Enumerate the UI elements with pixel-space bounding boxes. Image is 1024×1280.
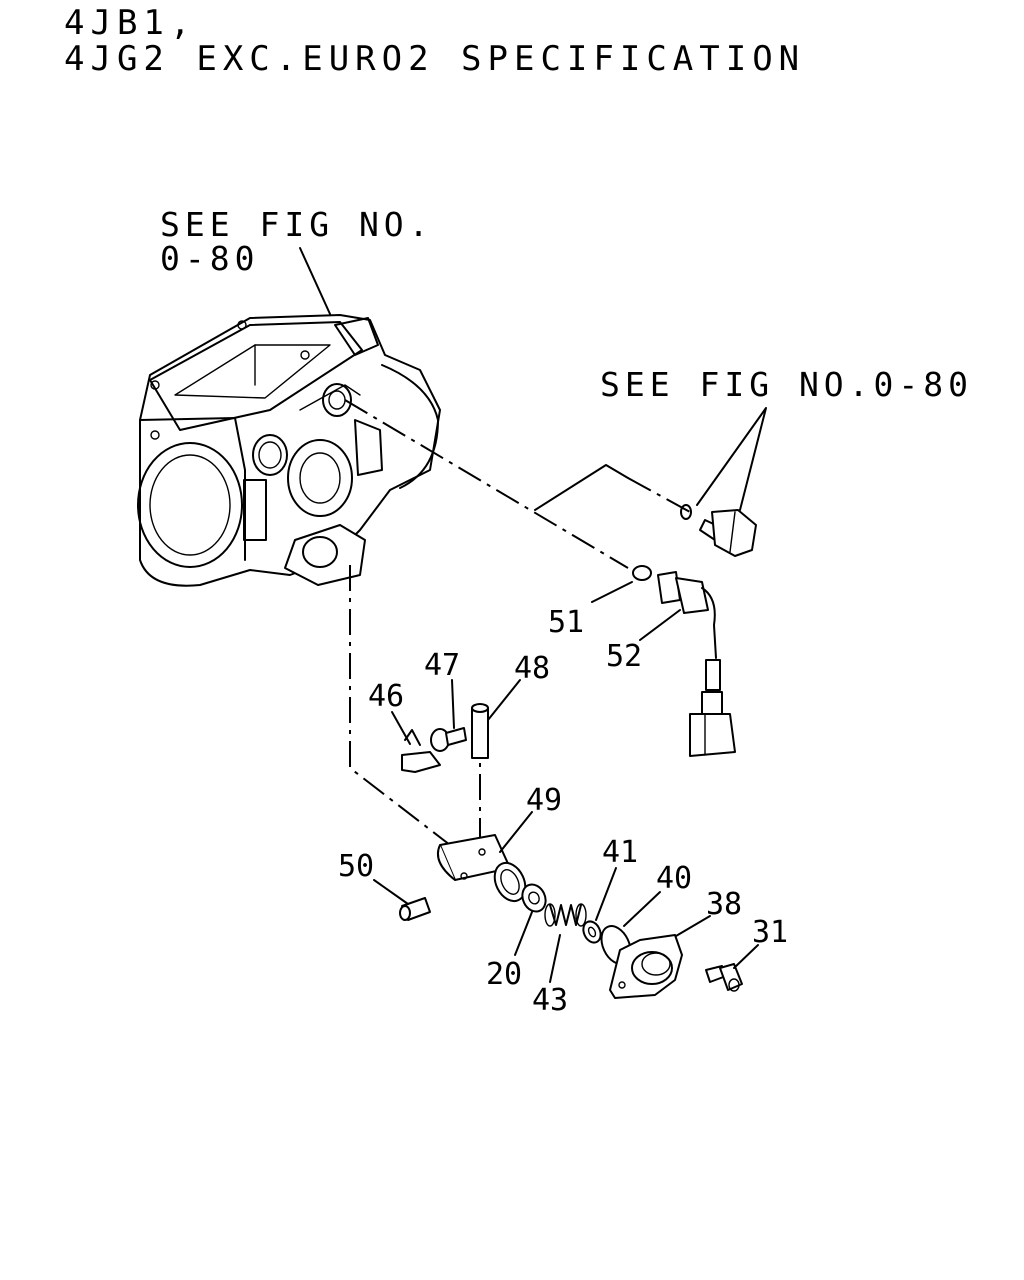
leader-20	[514, 911, 533, 956]
title-line-1: 4JB1,	[64, 3, 196, 43]
pump-housing	[137, 314, 441, 587]
leader-47	[451, 679, 455, 729]
leader-38	[675, 915, 711, 937]
callout-38: 38	[706, 887, 742, 922]
leader-52	[639, 609, 681, 641]
callout-47: 47	[424, 648, 460, 683]
callout-52: 52	[606, 639, 642, 674]
bolt-reference: SEE FIG NO.0-80	[600, 365, 973, 404]
washer-part-20	[521, 883, 547, 913]
callout-40: 40	[656, 861, 692, 896]
leader-40	[623, 891, 661, 927]
bolt-leader-join	[534, 464, 629, 511]
screw-part-47	[430, 727, 467, 752]
sleeve-part-49	[436, 834, 527, 903]
leader-43	[549, 934, 561, 983]
o-ring-part-51	[632, 565, 652, 581]
spring-part-43	[544, 903, 587, 927]
leader-31	[733, 944, 759, 969]
sensor-port-line	[344, 399, 629, 569]
callout-51: 51	[548, 605, 584, 640]
sensor-part-52	[657, 571, 736, 757]
callout-41: 41	[602, 835, 638, 870]
callout-46: 46	[368, 679, 404, 714]
pin-part-48	[471, 703, 489, 759]
body-reference-leader	[299, 247, 336, 326]
callout-50: 50	[338, 849, 374, 884]
body-reference-line-2: 0-80	[160, 239, 259, 278]
leader-51	[591, 581, 633, 603]
leader-48	[487, 679, 521, 721]
callout-20: 20	[486, 957, 522, 992]
banjo-bolt	[680, 504, 757, 557]
title-line-2: 4JG2 EXC.EURO2 SPECIFICATION	[64, 39, 805, 79]
leader-41	[595, 867, 617, 921]
leader-46	[391, 711, 411, 745]
callout-49: 49	[526, 783, 562, 818]
bolt-axis-line	[627, 477, 691, 513]
cover-part-38	[609, 934, 683, 999]
pin-part-50	[399, 897, 431, 921]
callout-31: 31	[752, 915, 788, 950]
washer-part-41	[582, 920, 602, 944]
clip-part-46	[401, 729, 441, 773]
bolt-reference-leader	[696, 407, 767, 511]
leader-50	[373, 879, 409, 905]
callout-43: 43	[532, 983, 568, 1018]
bolt-part-31	[705, 963, 743, 992]
callout-48: 48	[514, 651, 550, 686]
valve-axis-line	[349, 565, 451, 846]
body-reference-line-1: SEE FIG NO.	[160, 205, 434, 244]
leader-49	[499, 811, 533, 853]
